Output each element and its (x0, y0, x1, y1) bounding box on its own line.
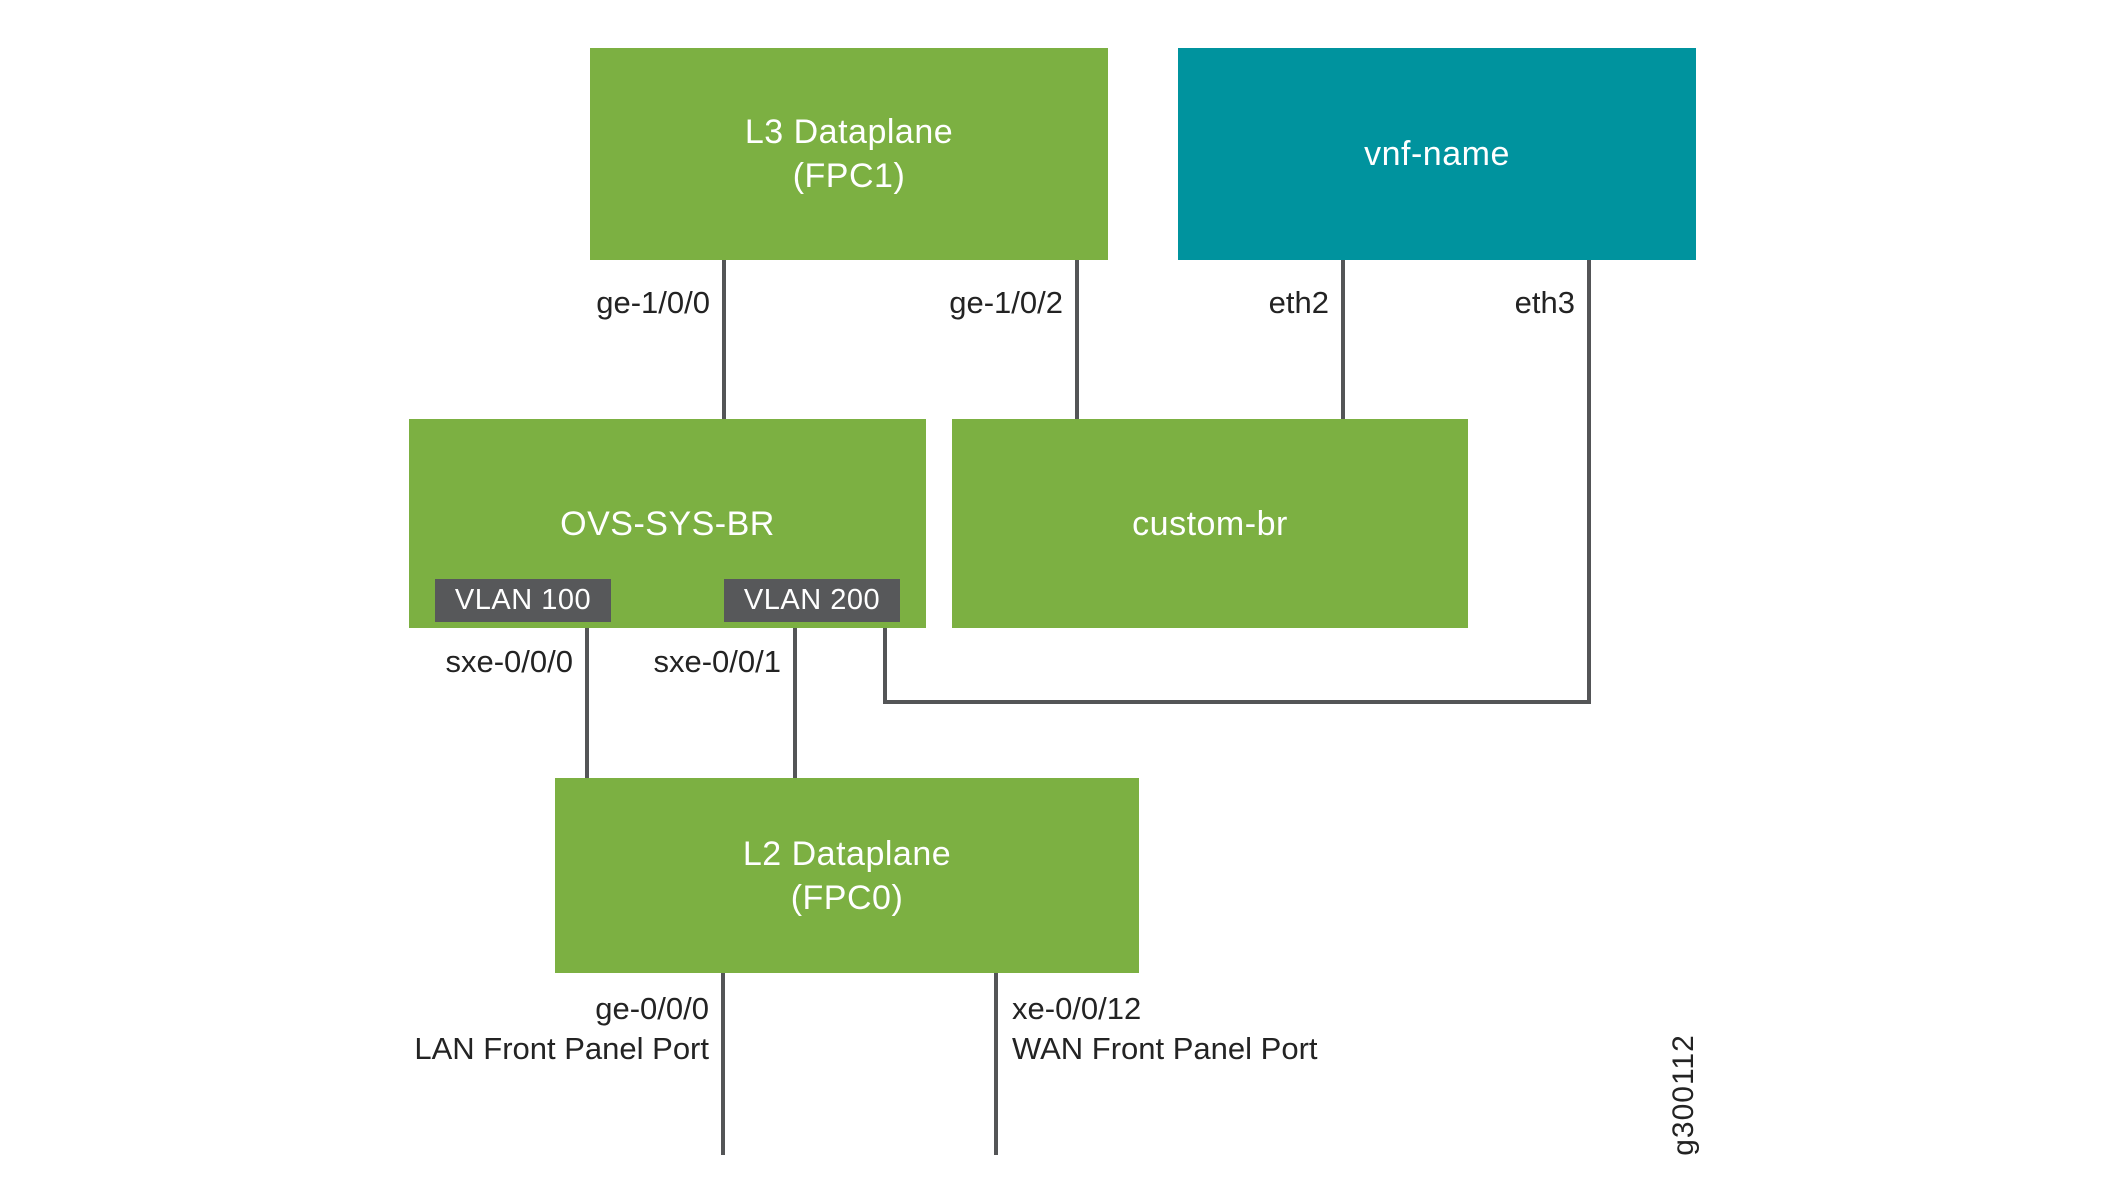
port-label-xe-0-0-12: xe-0/0/12 (1012, 991, 1142, 1026)
caption-wan-front-panel-port: WAN Front Panel Port (1012, 1031, 1318, 1066)
node-vnf-name: vnf-name (1178, 48, 1696, 260)
connector-ge-0-0-0-line (721, 973, 725, 1155)
node-l2-dataplane-subtitle: (FPC0) (790, 878, 904, 917)
connector-sxe-0-0-1-line (793, 628, 797, 778)
port-label-eth3: eth3 (1514, 285, 1575, 320)
port-label-ge-0-0-0: ge-0/0/0 (595, 991, 709, 1026)
node-vnf-name-title: vnf-name (1364, 135, 1510, 173)
connector-eth3-horizontal-line (883, 700, 1591, 704)
port-label-sxe-0-0-0: sxe-0/0/0 (445, 644, 573, 679)
node-l2-dataplane: L2 Dataplane (FPC0) (555, 778, 1139, 973)
connector-ge-1-0-2-line (1075, 260, 1079, 419)
vlan-200-tag-label: VLAN 200 (743, 584, 881, 616)
connector-eth3-vertical-line (1587, 260, 1591, 704)
node-l3-dataplane-title: L3 Dataplane (744, 113, 954, 151)
connector-xe-0-0-12-line (994, 973, 998, 1155)
connector-eth2-line (1341, 260, 1345, 419)
node-l3-dataplane: L3 Dataplane (FPC1) (590, 48, 1108, 260)
node-l2-dataplane-title: L2 Dataplane (742, 834, 952, 873)
port-label-ge-1-0-0: ge-1/0/0 (596, 285, 710, 320)
vlan-100-tag: VLAN 100 (435, 579, 611, 622)
node-custom-br-title: custom-br (1132, 504, 1288, 543)
node-ovs-sys-br-title: OVS-SYS-BR (560, 504, 775, 543)
connector-ge-1-0-0-line (722, 260, 726, 419)
port-label-ge-1-0-2: ge-1/0/2 (949, 285, 1063, 320)
vlan-200-tag: VLAN 200 (724, 579, 900, 622)
caption-lan-front-panel-port: LAN Front Panel Port (414, 1031, 709, 1066)
connector-vlan200-elbow-line (883, 628, 887, 704)
figure-id: g300112 (1667, 1034, 1700, 1156)
node-custom-br: custom-br (952, 419, 1468, 628)
connector-sxe-0-0-0-line (585, 628, 589, 778)
node-l3-dataplane-subtitle: (FPC1) (792, 157, 906, 195)
port-label-sxe-0-0-1: sxe-0/0/1 (653, 644, 781, 679)
vlan-100-tag-label: VLAN 100 (454, 584, 592, 616)
port-label-eth2: eth2 (1268, 285, 1329, 320)
